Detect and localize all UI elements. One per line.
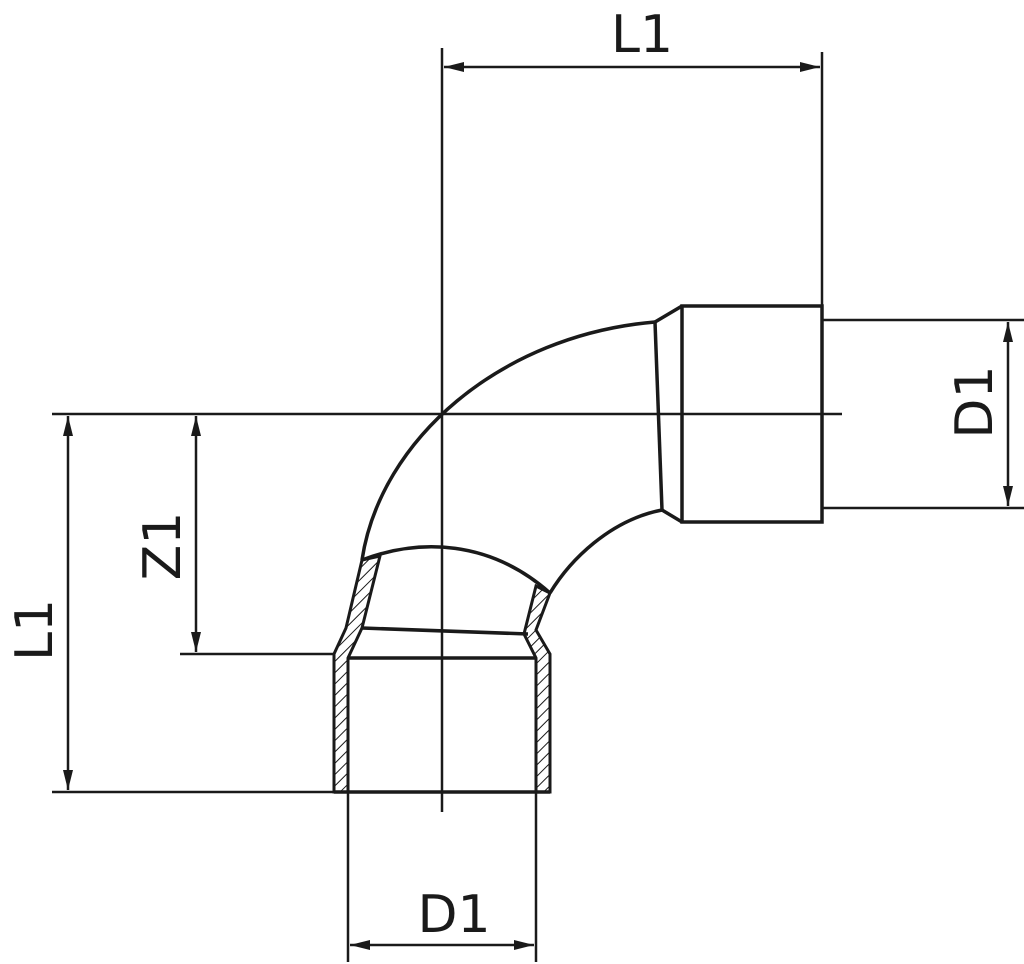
label-left-l1: L1 xyxy=(5,599,65,661)
right-wall-section xyxy=(522,583,552,794)
label-top-l1: L1 xyxy=(611,5,673,65)
right-socket xyxy=(653,304,824,524)
extension-lines xyxy=(52,52,1024,962)
dimension-lines xyxy=(63,62,1013,950)
right-socket-transition-line xyxy=(653,321,664,511)
bottom-socket xyxy=(332,554,552,794)
section-arc xyxy=(361,545,552,595)
right-socket-body xyxy=(680,304,824,524)
elbow-body xyxy=(360,320,663,636)
left-wall-section xyxy=(332,554,383,794)
dimension-labels: L1 L1 Z1 D1 D1 xyxy=(5,5,1005,945)
inner-bend-curve xyxy=(548,508,663,594)
right-socket-shoulder-bottom xyxy=(661,508,683,524)
center-lines xyxy=(52,48,842,812)
bore-taper-line xyxy=(361,626,529,636)
outer-bend-curve xyxy=(360,320,656,561)
label-right-d1: D1 xyxy=(945,365,1005,438)
right-socket-shoulder-top xyxy=(654,304,683,324)
label-z1: Z1 xyxy=(133,512,193,581)
label-bottom-d1: D1 xyxy=(417,885,490,945)
